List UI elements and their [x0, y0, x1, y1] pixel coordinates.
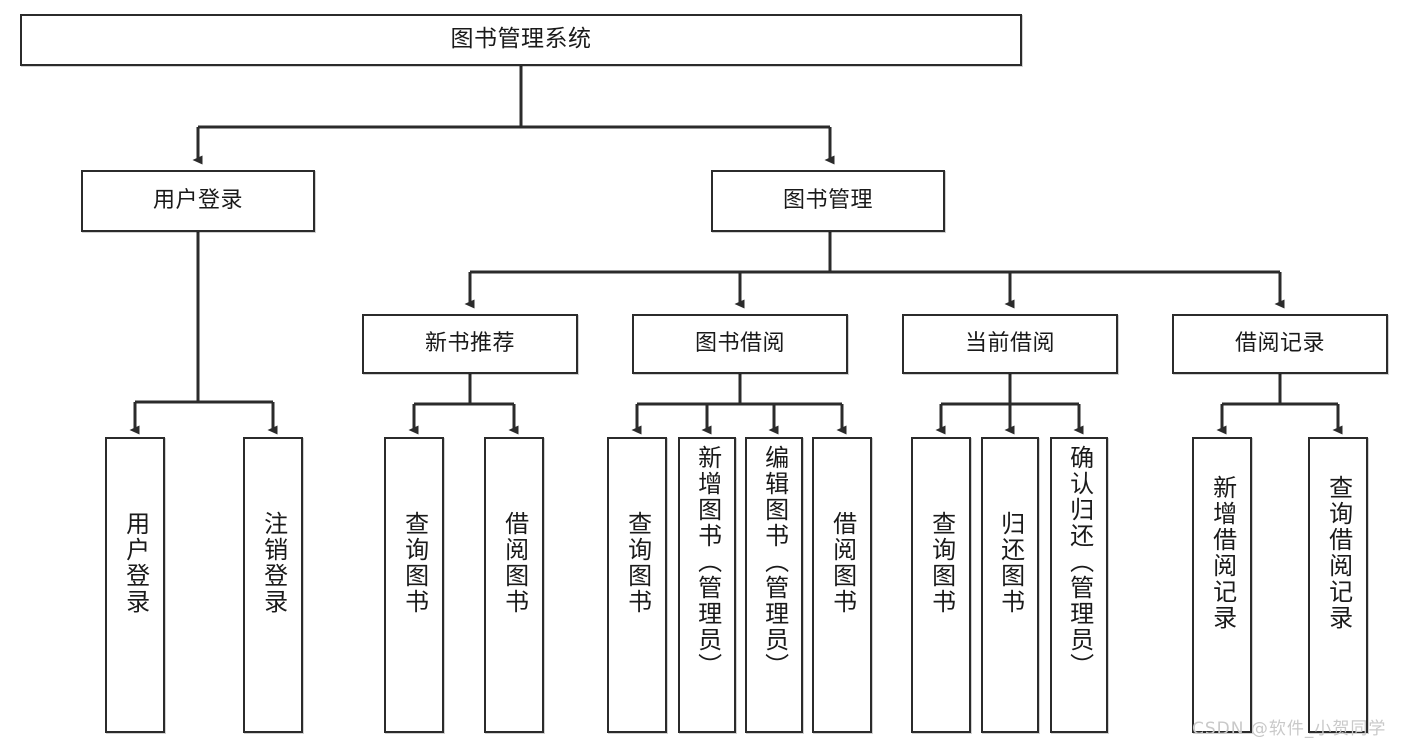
node-user-login[interactable]: 用户登录	[81, 170, 315, 232]
node-label: 借阅图书	[500, 511, 529, 615]
node-label: 新增图书（管理员）	[693, 445, 722, 679]
node-label: 借阅图书	[828, 511, 857, 615]
node-label: 查询借阅记录	[1324, 475, 1353, 631]
node-label: 注销登录	[259, 511, 288, 615]
node-borrow-records[interactable]: 借阅记录	[1172, 314, 1388, 374]
leaf-borrow-borrow-books[interactable]: 借阅图书	[812, 437, 872, 733]
node-label: 编辑图书（管理员）	[760, 445, 789, 679]
leaf-current-return-books[interactable]: 归还图书	[981, 437, 1039, 733]
leaf-current-confirm-return-admin[interactable]: 确认归还（管理员）	[1050, 437, 1108, 733]
leaf-records-add-record[interactable]: 新增借阅记录	[1192, 437, 1252, 733]
leaf-user-login-login[interactable]: 用户登录	[105, 437, 165, 733]
node-label: 查询图书	[400, 511, 429, 615]
node-label: 归还图书	[996, 511, 1025, 615]
leaf-user-login-logout[interactable]: 注销登录	[243, 437, 303, 733]
leaf-borrow-edit-book-admin[interactable]: 编辑图书（管理员）	[745, 437, 803, 733]
leaf-new-book-borrow-books[interactable]: 借阅图书	[484, 437, 544, 733]
node-label: 图书借阅	[694, 331, 785, 357]
node-label: 查询图书	[927, 511, 956, 615]
node-label: 图书管理系统	[450, 26, 592, 53]
node-new-book-recommendation[interactable]: 新书推荐	[362, 314, 578, 374]
node-label: 新增借阅记录	[1208, 475, 1237, 631]
node-label: 当前借阅	[964, 331, 1055, 357]
node-label: 用户登录	[121, 511, 150, 615]
leaf-borrow-add-book-admin[interactable]: 新增图书（管理员）	[678, 437, 736, 733]
leaf-current-query-books[interactable]: 查询图书	[911, 437, 971, 733]
leaf-borrow-query-books[interactable]: 查询图书	[607, 437, 667, 733]
node-label: 确认归还（管理员）	[1065, 445, 1094, 679]
node-label: 借阅记录	[1234, 331, 1325, 357]
node-book-borrowing[interactable]: 图书借阅	[632, 314, 848, 374]
leaf-new-book-query-books[interactable]: 查询图书	[384, 437, 444, 733]
node-label: 图书管理	[782, 188, 873, 214]
node-current-borrowing[interactable]: 当前借阅	[902, 314, 1118, 374]
node-label: 查询图书	[623, 511, 652, 615]
node-label: 新书推荐	[424, 331, 515, 357]
node-label: 用户登录	[152, 188, 243, 214]
node-root-library-management-system[interactable]: 图书管理系统	[20, 14, 1022, 66]
node-book-management[interactable]: 图书管理	[711, 170, 945, 232]
leaf-records-query-record[interactable]: 查询借阅记录	[1308, 437, 1368, 733]
csdn-watermark: CSDN @软件_小贺同学	[1192, 719, 1387, 739]
